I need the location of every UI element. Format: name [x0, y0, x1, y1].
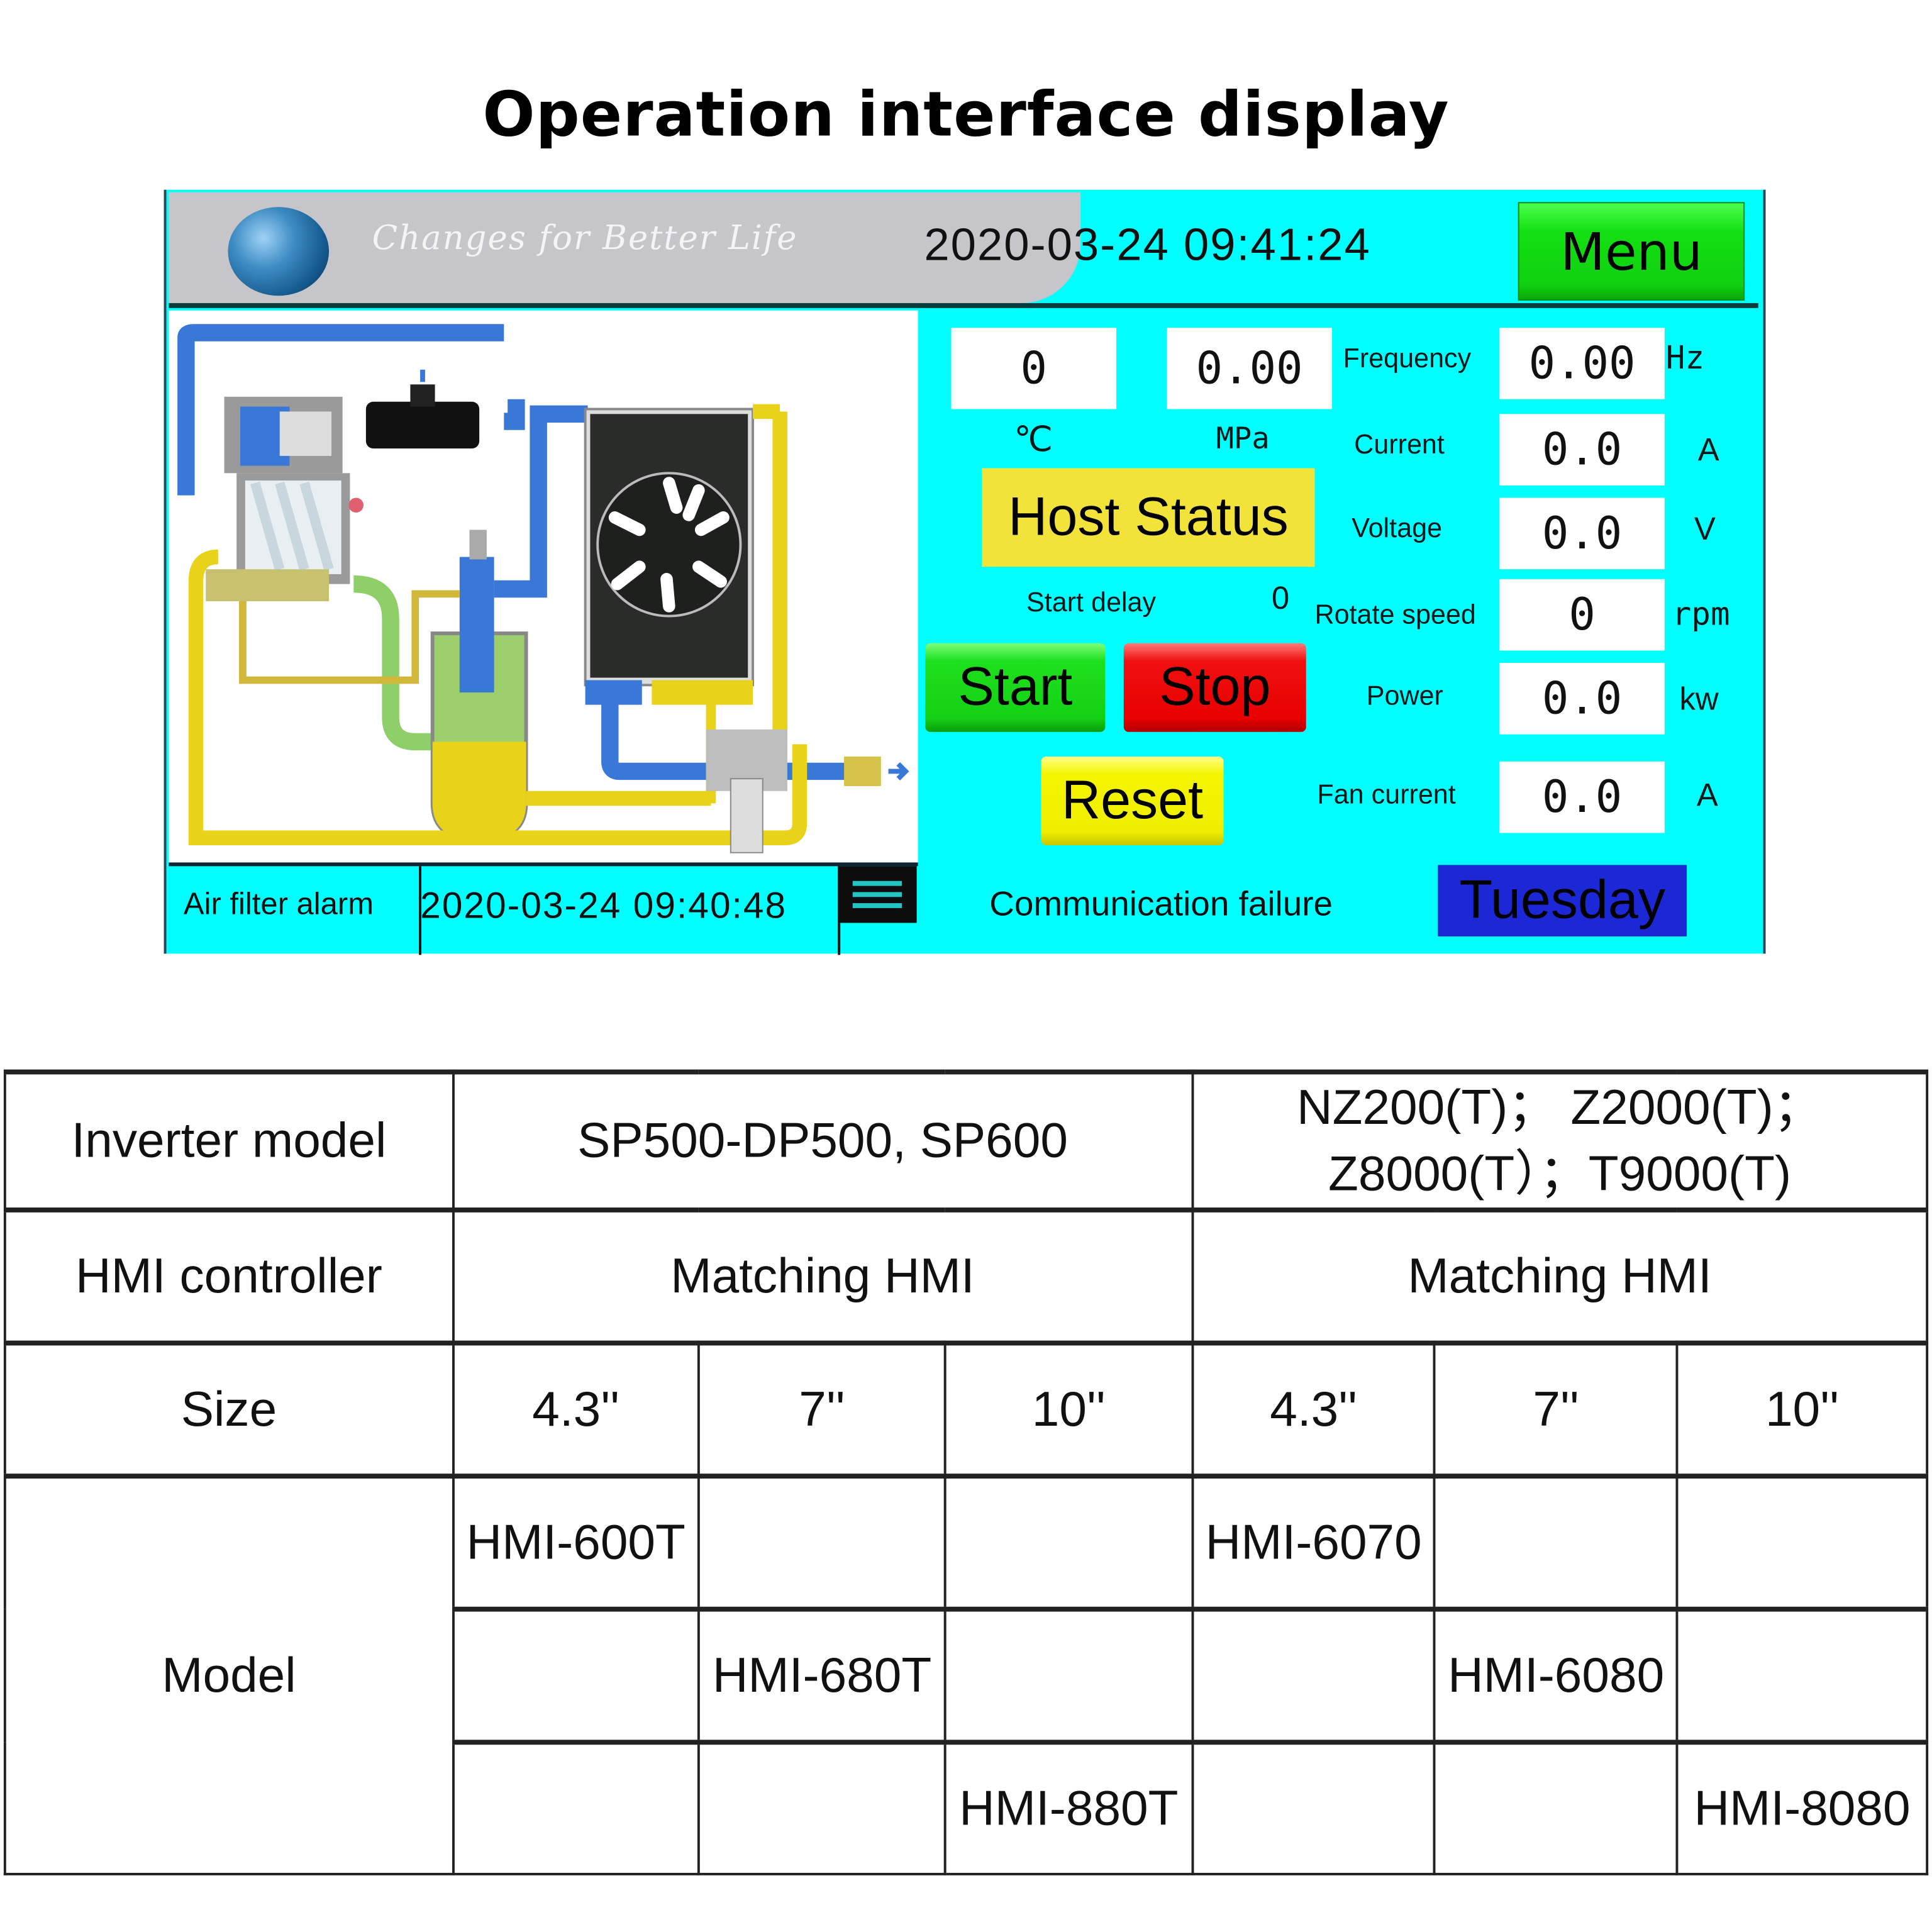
- rotate-speed-value: 0: [1499, 579, 1665, 651]
- alarm-list-button[interactable]: [838, 866, 917, 923]
- fan-current-label: Fan current: [1317, 779, 1456, 810]
- table-cell: Matching HMI: [1191, 1208, 1929, 1345]
- power-value: 0.0: [1499, 663, 1665, 735]
- table-cell: [1675, 1475, 1929, 1611]
- start-button[interactable]: Start: [925, 643, 1106, 732]
- table-cell: [697, 1741, 947, 1875]
- table-cell: 10'': [943, 1341, 1194, 1478]
- start-delay-value: 0: [1271, 579, 1290, 616]
- brand-slogan: Changes for Better Life: [372, 219, 798, 258]
- table-cell: [452, 1741, 701, 1875]
- frequency-value: 0.00: [1499, 328, 1665, 399]
- table-cell: 4.3'': [452, 1341, 701, 1478]
- temperature-value: 0: [951, 328, 1117, 409]
- alarm-message: Air filter alarm: [183, 887, 374, 922]
- table-cell: [1433, 1741, 1679, 1875]
- row-header: HMI controller: [3, 1208, 455, 1345]
- header-divider: [169, 303, 1758, 308]
- host-status-indicator: Host Status: [982, 468, 1315, 567]
- voltage-unit: V: [1694, 510, 1716, 547]
- voltage-label: Voltage: [1352, 513, 1443, 543]
- table-cell: HMI-880T: [943, 1741, 1194, 1875]
- row-header: Model: [3, 1475, 455, 1875]
- table-cell: [1675, 1607, 1929, 1744]
- table-cell: HMI-6080: [1433, 1607, 1679, 1744]
- cell-line: NZ200(T)； Z2000(T)；: [1297, 1080, 1823, 1135]
- hmi-compatibility-table: Inverter model SP500-DP500, SP600 NZ200(…: [3, 1070, 1929, 1875]
- temperature-unit: ℃: [1014, 420, 1053, 458]
- table-cell: [943, 1475, 1194, 1611]
- table-row-size: Size 4.3'' 7'' 10'' 4.3'' 7'' 10'': [3, 1341, 1929, 1478]
- list-icon-line: [852, 880, 902, 886]
- weekday-indicator: Tuesday: [1438, 865, 1687, 936]
- power-label: Power: [1366, 680, 1443, 711]
- table-cell: HMI-6070: [1191, 1475, 1436, 1611]
- table-cell: HMI-8080: [1675, 1741, 1929, 1875]
- table-row-model: HMI-880T HMI-8080: [4, 1741, 1929, 1875]
- air-compressor-schematic-icon: [177, 324, 909, 853]
- list-icon-line: [852, 903, 902, 908]
- table-cell: 7'': [1433, 1341, 1679, 1478]
- rotate-speed-unit: rpm: [1672, 596, 1730, 634]
- table-cell: [697, 1475, 947, 1611]
- current-unit: A: [1697, 431, 1719, 469]
- fan-current-value: 0.0: [1499, 761, 1665, 833]
- rotate-speed-label: Rotate speed: [1314, 599, 1476, 630]
- frequency-unit: Hz: [1665, 340, 1705, 377]
- current-datetime: 2020-03-24 09:41:24: [924, 219, 1371, 270]
- table-cell: [452, 1607, 701, 1744]
- alarm-divider: [838, 923, 841, 955]
- voltage-value: 0.0: [1499, 497, 1665, 570]
- pressure-unit: MPa: [1216, 421, 1270, 456]
- row-header: Inverter model: [3, 1070, 455, 1211]
- reset-button[interactable]: Reset: [1041, 756, 1224, 845]
- table-row-inverter-model: Inverter model SP500-DP500, SP600 NZ200(…: [3, 1070, 1929, 1211]
- fan-current-unit: A: [1696, 776, 1718, 814]
- table-row-model: HMI-680T HMI-6080: [4, 1607, 1929, 1744]
- alarm-bar[interactable]: Air filter alarm 2020-03-24 09:40:48: [169, 862, 918, 955]
- compressor-flow-diagram: [169, 310, 918, 863]
- alarm-timestamp: 2020-03-24 09:40:48: [420, 886, 787, 927]
- table-cell: [943, 1607, 1194, 1744]
- table-cell: HMI-600T: [452, 1475, 701, 1611]
- table-cell: [1191, 1741, 1436, 1875]
- current-label: Current: [1354, 428, 1445, 460]
- table-cell: 10'': [1675, 1341, 1929, 1478]
- table-cell: [1433, 1475, 1679, 1611]
- row-header: Size: [3, 1341, 455, 1478]
- table-row-hmi-controller: HMI controller Matching HMI Matching HMI: [3, 1208, 1929, 1345]
- page-title: Operation interface display: [482, 79, 1450, 151]
- menu-button[interactable]: Menu: [1518, 202, 1745, 301]
- power-unit: kw: [1679, 680, 1719, 718]
- hmi-screen: Changes for Better Life 2020-03-24 09:41…: [164, 189, 1766, 955]
- pressure-value: 0.00: [1167, 328, 1332, 409]
- table-row-model: Model HMI-600T HMI-6070: [3, 1475, 1929, 1875]
- cell-line: Z8000(T）；T9000(T): [1328, 1146, 1792, 1202]
- table-cell: [1191, 1607, 1436, 1744]
- table-cell: HMI-680T: [697, 1607, 947, 1744]
- table-cell: 7'': [697, 1341, 947, 1478]
- table-cell: NZ200(T)； Z2000(T)； Z8000(T）；T9000(T): [1191, 1070, 1929, 1211]
- list-icon-line: [852, 892, 902, 897]
- stop-button[interactable]: Stop: [1123, 643, 1306, 732]
- table-cell: Matching HMI: [452, 1208, 1194, 1345]
- globe-icon: [228, 207, 330, 296]
- table-cell: 4.3'': [1191, 1341, 1436, 1478]
- start-delay-label: Start delay: [1026, 586, 1157, 618]
- table-cell: SP500-DP500, SP600: [452, 1070, 1194, 1211]
- current-value: 0.0: [1499, 414, 1665, 486]
- brand-header: Changes for Better Life: [169, 192, 1081, 303]
- communication-status: Communication failure: [989, 884, 1333, 923]
- frequency-label: Frequency: [1343, 342, 1472, 374]
- alarm-divider: [419, 866, 422, 955]
